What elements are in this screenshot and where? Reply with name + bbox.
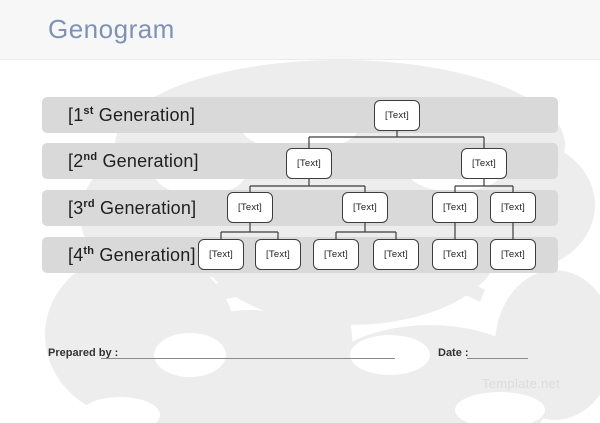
- gen3-text-node-3[interactable]: [Text]: [432, 192, 478, 223]
- generation-3-label: [3rd Generation]: [68, 197, 197, 218]
- generation-row-3: [3rd Generation]: [42, 190, 558, 226]
- template-net-watermark: Template.net: [481, 376, 560, 391]
- page-header: Genogram: [0, 0, 600, 60]
- gen2-text-node-1[interactable]: [Text]: [286, 148, 332, 179]
- gen4-text-node-6[interactable]: [Text]: [490, 239, 536, 270]
- date-line[interactable]: [467, 358, 528, 359]
- generation-row-1: [1st Generation]: [42, 97, 558, 133]
- gen4-text-node-3[interactable]: [Text]: [313, 239, 359, 270]
- gen4-text-node-2[interactable]: [Text]: [255, 239, 301, 270]
- gen3-text-node-1[interactable]: [Text]: [227, 192, 273, 223]
- gen2-text-node-2[interactable]: [Text]: [461, 148, 507, 179]
- gen4-text-node-1[interactable]: [Text]: [198, 239, 244, 270]
- gen4-text-node-5[interactable]: [Text]: [432, 239, 478, 270]
- gen1-text-node[interactable]: [Text]: [374, 100, 420, 131]
- gen4-text-node-4[interactable]: [Text]: [373, 239, 419, 270]
- gen3-text-node-2[interactable]: [Text]: [342, 192, 388, 223]
- generation-4-label: [4th Generation]: [68, 244, 196, 265]
- date-label: Date :: [438, 347, 469, 359]
- prepared-by-label: Prepared by :: [48, 347, 119, 359]
- generation-1-label: [1st Generation]: [68, 104, 196, 125]
- gen3-text-node-4[interactable]: [Text]: [490, 192, 536, 223]
- generation-2-label: [2nd Generation]: [68, 150, 199, 171]
- page-title: Genogram: [48, 14, 175, 44]
- prepared-by-line[interactable]: [101, 358, 395, 359]
